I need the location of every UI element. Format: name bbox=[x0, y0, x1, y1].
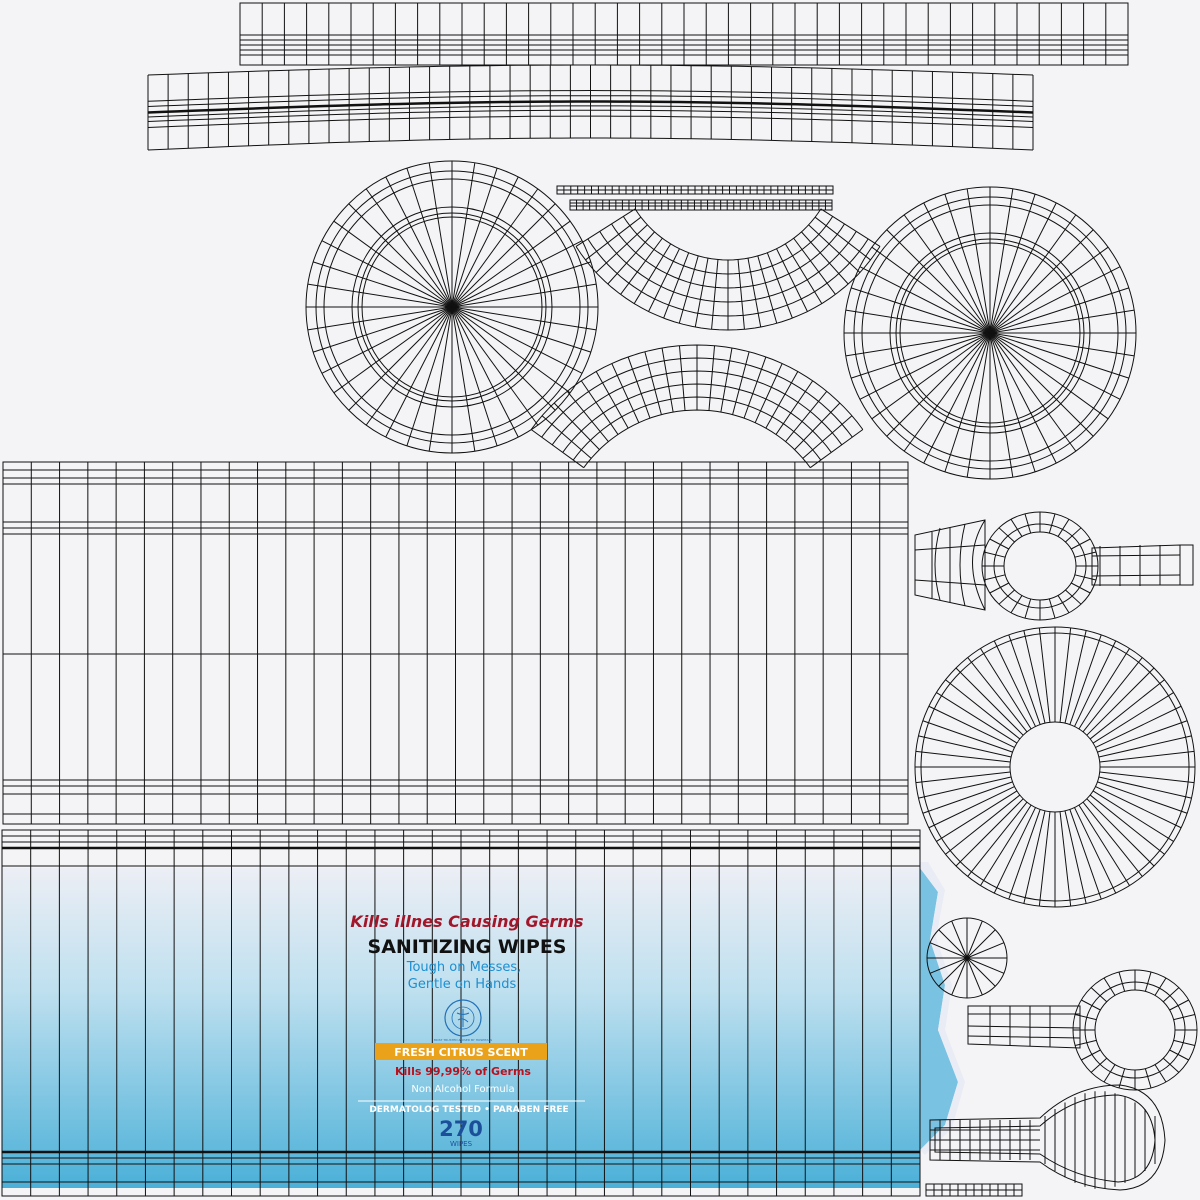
handle-mesh-2 bbox=[967, 969, 1198, 1091]
label-artwork: Kills illnes Causing Germs SANITIZING WI… bbox=[350, 912, 585, 1148]
body-grid-mesh bbox=[2, 461, 909, 825]
hospital-seal-icon: MOST TRUSTED & USED BY HOSPITALS bbox=[434, 999, 492, 1042]
handle-mesh-1 bbox=[914, 511, 1194, 621]
label-formula: Non Alcohol Formula bbox=[411, 1084, 514, 1095]
label-grid-mesh bbox=[1, 829, 921, 1197]
label-sub-line-2: Gentle on Hands bbox=[408, 977, 517, 992]
bottle-mesh bbox=[929, 1084, 1166, 1191]
label-tagline: Kills illnes Causing Germs bbox=[350, 912, 583, 931]
label-background bbox=[2, 862, 965, 1188]
curved-strip-mesh bbox=[147, 64, 1034, 151]
scent-band bbox=[375, 1043, 547, 1060]
cap-circle-left-mesh bbox=[305, 160, 599, 454]
label-badges: DERMATOLOG TESTED • PARABEN FREE bbox=[369, 1105, 568, 1115]
bottom-tick-mesh bbox=[925, 1183, 1023, 1197]
label-count: 270 bbox=[439, 1117, 483, 1141]
label-sub-line-1: Tough on Messes, bbox=[406, 960, 522, 975]
label-product-name: SANITIZING WIPES bbox=[368, 936, 567, 958]
ring-mesh-large bbox=[914, 626, 1196, 908]
seal-text: MOST TRUSTED & USED BY HOSPITALS bbox=[434, 1038, 492, 1042]
arch-mesh-top bbox=[575, 208, 881, 331]
label-count-unit: WIPES bbox=[450, 1140, 473, 1148]
cap-circle-right-mesh bbox=[843, 186, 1137, 480]
top-strip-mesh bbox=[239, 2, 1129, 66]
arch-mesh-bottom bbox=[530, 344, 864, 469]
small-fan-mesh bbox=[926, 917, 1008, 999]
label-claim: Kills 99,99% of Germs bbox=[395, 1065, 531, 1078]
thin-strip-meshes bbox=[556, 185, 834, 211]
label-scent: FRESH CITRUS SCENT bbox=[394, 1046, 528, 1059]
